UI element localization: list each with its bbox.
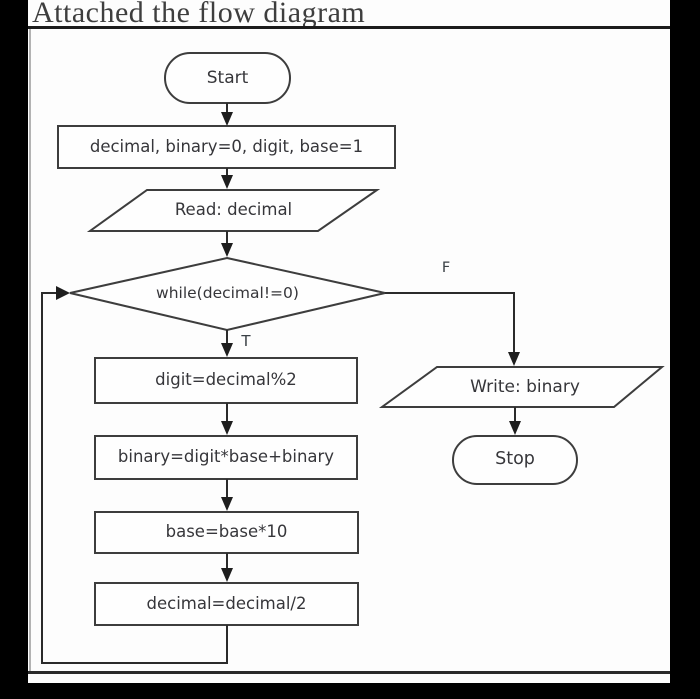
arrowhead-into-stop xyxy=(509,421,521,435)
page-title: Attached the flow diagram xyxy=(32,0,366,29)
binary-step-label: binary=digit*base+binary xyxy=(117,447,335,467)
while-condition-label: while(decimal!=0) xyxy=(156,284,299,303)
write-label: Write: binary xyxy=(470,376,580,397)
arrowhead-into-binary xyxy=(221,421,233,435)
left-black-border xyxy=(0,0,28,699)
read-label: Read: decimal xyxy=(174,200,293,220)
true-branch-label: T xyxy=(241,331,251,350)
arrowhead-into-write xyxy=(508,352,520,366)
bottom-black-border xyxy=(0,683,700,699)
stop-label: Stop xyxy=(495,449,535,470)
write-output-shape xyxy=(378,366,665,408)
digit-step-label: digit=decimal%2 xyxy=(155,370,297,390)
base-step-label: base=base*10 xyxy=(165,522,288,542)
title-divider-line xyxy=(28,26,670,29)
digit-process-shape xyxy=(94,357,358,404)
init-label: decimal, binary=0, digit, base=1 xyxy=(89,136,364,156)
read-input-shape xyxy=(86,189,381,232)
arrowhead-into-read xyxy=(221,175,233,189)
binary-process-shape xyxy=(94,435,358,480)
arrowhead-loopback-into-while xyxy=(56,286,70,300)
arrowhead-into-while xyxy=(221,243,233,257)
decimal-step-label: decimal=decimal/2 xyxy=(146,593,307,613)
start-label: Start xyxy=(206,67,249,88)
false-branch-label: F xyxy=(441,260,451,277)
left-frame-line xyxy=(29,29,31,671)
arrowhead-into-decimal xyxy=(221,568,233,582)
stop-terminator-shape xyxy=(452,435,578,485)
init-process-shape xyxy=(57,125,396,169)
arrowhead-into-digit xyxy=(221,343,233,357)
bottom-divider-line xyxy=(28,671,670,674)
connector-false-branch xyxy=(385,292,515,353)
connector-loopback xyxy=(41,292,228,664)
arrowhead-into-init xyxy=(221,112,233,126)
arrowhead-into-base xyxy=(221,497,233,511)
right-black-border xyxy=(670,0,700,699)
